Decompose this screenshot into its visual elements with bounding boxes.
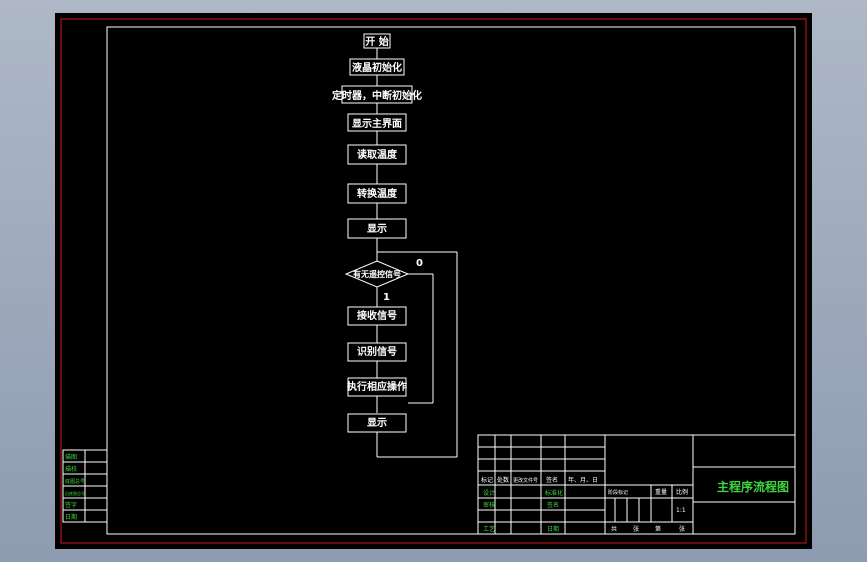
flow-init-box [349, 58, 405, 76]
outer-border [60, 18, 807, 544]
left-label-6: 日期 [65, 513, 77, 521]
row-label-count: 处数 [497, 476, 509, 484]
row-label-sign: 签名 [546, 476, 558, 484]
flow-show2-label: 显示 [367, 417, 387, 429]
flow-convert-temp-label: 转换温度 [357, 187, 398, 200]
people-design: 设计 [483, 489, 495, 497]
people-date: 日期 [547, 525, 559, 533]
flow-convert-temp-box [347, 183, 407, 204]
flow-identify-label: 识别信号 [357, 345, 397, 358]
inner-frame [106, 26, 796, 535]
row-label-mark: 标记 [481, 476, 493, 484]
flow-read-temp-box [347, 144, 407, 165]
title-block: 标记 处数 更改文件号 签名 年、月、日 设计 审核 工艺 标准化 签名 日期 … [477, 434, 796, 535]
flow-receive-label: 接收信号 [357, 309, 397, 322]
sheet-total-unit: 张 [633, 525, 639, 533]
scale-value: 1:1 [676, 507, 686, 514]
left-label-5: 签字 [65, 501, 77, 509]
flow-timer-box [341, 85, 413, 104]
flow-show2-box [347, 413, 407, 433]
flow-show1-box [347, 218, 407, 239]
flowchart: 开 始 液晶初始化 定时器，中断初始化 显示主界面 读取温度 转换温度 显示 有… [332, 33, 458, 458]
sheet-total: 共 [611, 525, 617, 533]
scale-header: 比例 [676, 488, 688, 496]
drawing-title: 主程序流程图 [717, 479, 789, 494]
flow-identify-box [347, 342, 407, 362]
flow-branch-yes: 1 [383, 292, 390, 303]
stage-mark-header: 阶段标记 [608, 489, 628, 496]
drawing-canvas: 开 始 液晶初始化 定时器，中断初始化 显示主界面 读取温度 转换温度 显示 有… [60, 18, 807, 544]
flow-init-label: 液晶初始化 [352, 61, 402, 74]
left-label-3: 底图总号 [65, 478, 85, 485]
people-standard: 标准化 [545, 489, 563, 497]
flow-timer-label: 定时器，中断初始化 [332, 89, 422, 102]
flow-branch-no: 0 [416, 258, 423, 269]
row-label-date: 年、月、日 [568, 476, 598, 484]
left-side-table: 描图 描校 底图总号 旧底图总号 签字 日期 [62, 449, 108, 523]
drawing-sheet: 开 始 液晶初始化 定时器，中断初始化 显示主界面 读取温度 转换温度 显示 有… [55, 13, 812, 549]
flow-read-temp-label: 读取温度 [357, 148, 398, 161]
left-label-2: 描校 [65, 465, 77, 473]
flow-start-box [363, 33, 391, 49]
people-review: 审核 [483, 501, 495, 509]
people-process: 工艺 [483, 525, 495, 533]
flow-execute-box [347, 377, 407, 397]
flow-execute-label: 执行相应操作 [347, 380, 407, 393]
weight-header: 重量 [655, 488, 667, 496]
flow-decision-diamond [344, 260, 410, 288]
sheet-no: 第 [655, 525, 661, 533]
flow-receive-box [347, 306, 407, 326]
flow-decision-label: 有无遥控信号 [353, 269, 401, 279]
row-label-file: 更改文件号 [513, 477, 538, 484]
flow-display-main-label: 显示主界面 [352, 117, 402, 130]
flow-display-main-box [347, 113, 407, 132]
left-label-1: 描图 [65, 453, 77, 461]
left-label-4: 旧底图总号 [65, 490, 85, 496]
sheet-no-unit: 张 [679, 525, 685, 533]
people-signature: 签名 [547, 501, 559, 509]
flow-start-label: 开 始 [365, 35, 388, 48]
flow-show1-label: 显示 [367, 223, 387, 235]
